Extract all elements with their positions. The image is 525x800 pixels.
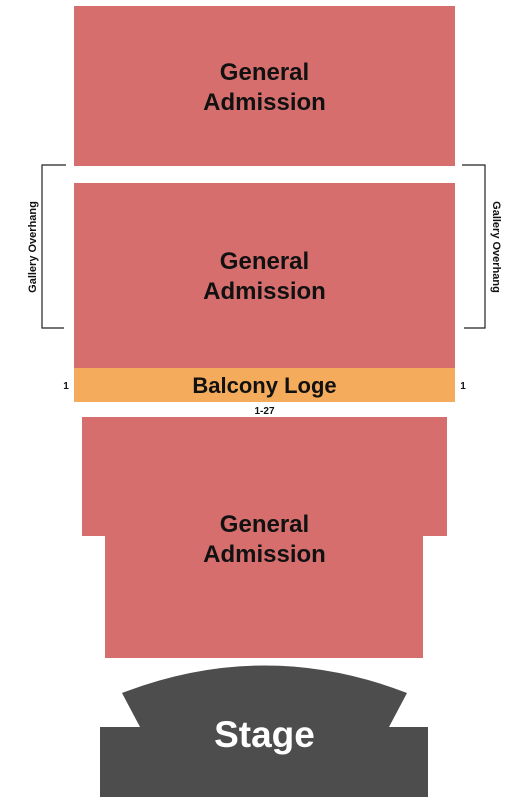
stage-label: Stage bbox=[214, 714, 315, 755]
section-floor-general-admission[interactable]: General Admission bbox=[82, 417, 447, 658]
stage: Stage bbox=[100, 665, 428, 797]
upper-general-admission-area[interactable] bbox=[74, 6, 455, 166]
left-overhang-label: Gallery Overhang bbox=[27, 201, 39, 293]
balcony-loge-row-range: 1-27 bbox=[254, 406, 274, 417]
floor-ga-label-line2: Admission bbox=[203, 541, 326, 568]
right-overhang-label: Gallery Overhang bbox=[490, 201, 502, 293]
middle-ga-label-line1: General bbox=[220, 248, 309, 275]
section-middle-general-admission[interactable]: General Admission bbox=[74, 183, 455, 368]
floor-ga-label-line1: General bbox=[220, 511, 309, 538]
right-gallery-overhang: Gallery Overhang bbox=[462, 164, 502, 329]
floor-general-admission-area[interactable] bbox=[82, 417, 447, 658]
middle-general-admission-area[interactable] bbox=[74, 183, 455, 368]
upper-ga-label-line1: General bbox=[220, 59, 309, 86]
balcony-loge-right-seat: 1 bbox=[460, 381, 466, 392]
upper-ga-label-line2: Admission bbox=[203, 89, 326, 116]
left-gallery-overhang: Gallery Overhang bbox=[27, 164, 66, 329]
balcony-loge-area[interactable] bbox=[74, 368, 455, 402]
section-balcony-loge[interactable]: Balcony Loge 1 1 1-27 bbox=[63, 368, 466, 417]
left-overhang-bracket bbox=[41, 164, 66, 329]
middle-ga-label-line2: Admission bbox=[203, 278, 326, 305]
stage-shape bbox=[100, 665, 428, 797]
balcony-loge-label: Balcony Loge bbox=[192, 373, 336, 398]
balcony-loge-left-seat: 1 bbox=[63, 381, 69, 392]
right-overhang-bracket bbox=[462, 164, 486, 329]
section-upper-general-admission[interactable]: General Admission bbox=[74, 6, 455, 166]
